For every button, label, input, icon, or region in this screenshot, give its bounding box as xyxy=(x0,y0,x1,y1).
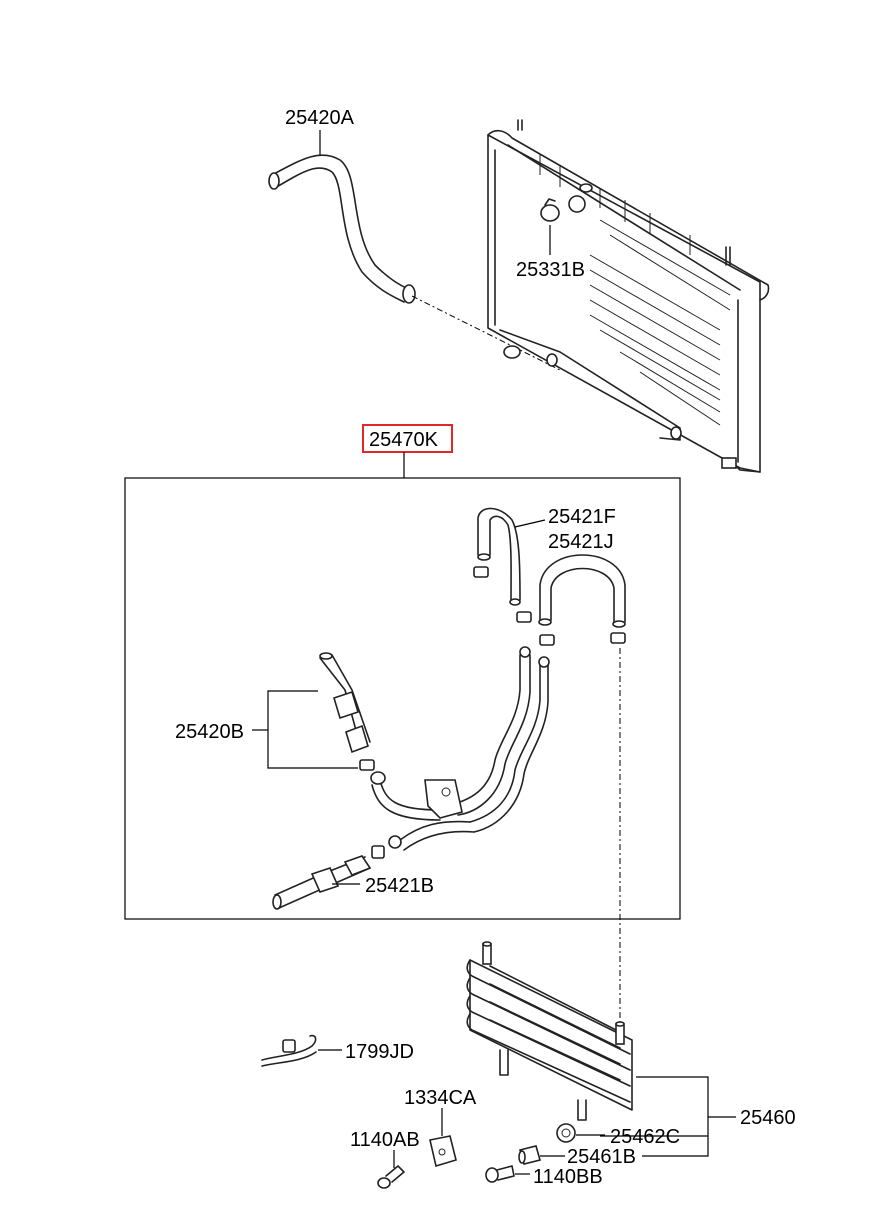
label-1334CA: 1334CA xyxy=(404,1087,477,1109)
label-25462C: 25462C xyxy=(610,1126,680,1148)
label-1140BB: 1140BB xyxy=(533,1166,603,1188)
oil-cooler-tube-assembly[interactable] xyxy=(370,646,550,851)
label-25470K: 25470K xyxy=(369,429,439,451)
radiator-assembly[interactable] xyxy=(487,119,770,473)
label-25461B: 25461B xyxy=(567,1146,636,1168)
label-1140AB: 1140AB xyxy=(350,1129,420,1151)
bushing-25462C[interactable] xyxy=(556,1123,576,1143)
nut-1334CA[interactable] xyxy=(429,1135,457,1168)
hose-25421B[interactable] xyxy=(272,855,372,910)
label-25460: 25460 xyxy=(740,1107,796,1129)
label-25420B: 25420B xyxy=(175,721,244,743)
strap-1799JD[interactable] xyxy=(261,1034,317,1067)
clamp-25331B[interactable] xyxy=(540,198,560,222)
bolt-1140AB[interactable] xyxy=(377,1165,405,1189)
label-25331B: 25331B xyxy=(516,259,585,281)
label-25421F: 25421F xyxy=(548,506,616,528)
highlight-box-25470K[interactable] xyxy=(362,424,453,453)
oil-cooler-25460[interactable] xyxy=(466,941,633,1121)
label-25421J: 25421J xyxy=(548,531,614,553)
label-1799JD: 1799JD xyxy=(345,1041,414,1063)
label-25420A: 25420A xyxy=(285,107,355,129)
hose-25421J[interactable] xyxy=(538,554,626,628)
bolt-1140BB[interactable] xyxy=(485,1165,515,1183)
assembly-box-25470K xyxy=(124,477,681,920)
collar-25461B[interactable] xyxy=(518,1145,541,1165)
hose-25420A[interactable] xyxy=(268,154,416,304)
hose-clip[interactable] xyxy=(359,566,626,859)
hose-25421F[interactable] xyxy=(477,507,521,606)
hose-25420B[interactable] xyxy=(319,652,371,754)
label-25421B: 25421B xyxy=(365,875,434,897)
